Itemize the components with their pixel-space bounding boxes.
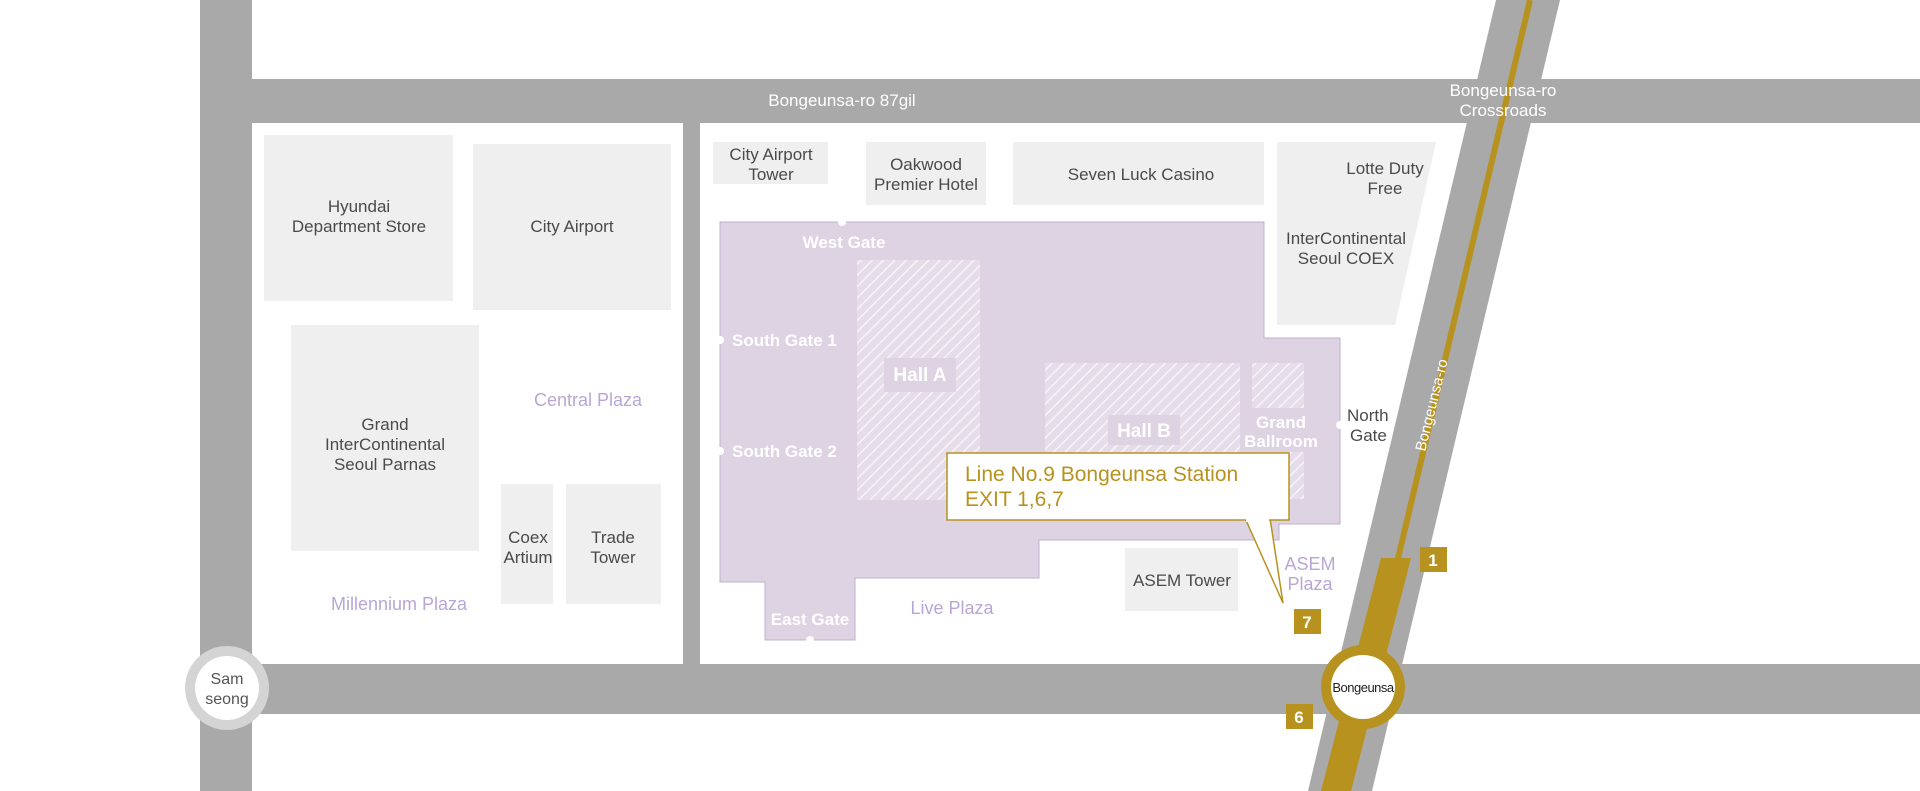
station-samseong-label-2: seong [205,691,249,708]
building-city-airport-tower-label-2: Tower [748,165,794,184]
gate-south1-label: South Gate 1 [732,331,837,350]
gate-north-label-2: Gate [1350,426,1387,445]
plaza-millennium: Millennium Plaza [331,594,468,614]
station-bongeunsa-inner [1331,655,1395,719]
exit-badge-7-label: 7 [1302,613,1311,632]
plaza-central: Central Plaza [534,390,643,410]
station-bongeunsa-label: Bongeunsa [1332,680,1395,695]
building-intercontinental-coex [1277,142,1436,325]
gate-south1-marker [716,336,724,344]
exit-badge-1-label: 1 [1428,551,1437,570]
gate-south2-marker [716,447,724,455]
gate-north-label-1: North [1347,406,1389,425]
exit-badge-6-label: 6 [1294,708,1303,727]
building-grand-parnas-label-3: Seoul Parnas [334,455,436,474]
building-lotte-label-2: Free [1368,179,1403,198]
gate-west-marker [838,218,846,226]
road-label-crossroads-2: Crossroads [1460,101,1547,120]
building-hyundai [264,135,453,301]
gate-east-marker [806,636,814,644]
road-label-top: Bongeunsa-ro 87gil [768,91,915,110]
building-lotte-label-1: Lotte Duty [1346,159,1424,178]
grand-ballroom-label-1: Grand [1256,413,1306,432]
hall-b-label: Hall B [1117,421,1171,442]
building-city-airport-label: City Airport [530,217,613,236]
plaza-live: Live Plaza [910,598,994,618]
building-coex-artium-label-1: Coex [508,528,548,547]
building-oakwood-label-2: Premier Hotel [874,175,978,194]
gate-west-label: West Gate [803,233,886,252]
callout-pointer-joint [1246,518,1269,522]
callout-line2: EXIT 1,6,7 [965,488,1064,511]
plaza-asem-2: Plaza [1287,574,1333,594]
hall-b-tag [1108,415,1180,445]
building-oakwood [866,142,986,205]
building-trade-tower-label-1: Trade [591,528,635,547]
building-asem-tower [1125,548,1238,611]
building-asem-tower-label: ASEM Tower [1133,571,1231,590]
building-seven-luck [1013,142,1264,205]
hall-a-label: Hall A [893,365,946,386]
callout-box [946,452,1290,521]
building-intercontinental-coex-label-2: Seoul COEX [1298,249,1394,268]
gate-east-label: East Gate [771,610,849,629]
building-grand-parnas-label-1: Grand [361,415,408,434]
grand-ballroom-label-2: Ballroom [1244,432,1318,451]
building-city-airport [473,144,671,310]
station-samseong-label-1: Sam [211,671,244,688]
road-label-crossroads-1: Bongeunsa-ro [1450,81,1557,100]
building-seven-luck-label: Seven Luck Casino [1068,165,1214,184]
building-trade-tower [566,484,661,604]
road-top-horizontal [200,79,1920,123]
building-hyundai-label-1: Hyundai [328,197,390,216]
building-city-airport-tower-label-1: City Airport [729,145,812,164]
building-grand-parnas [291,325,479,551]
plaza-asem-1: ASEM [1284,554,1335,574]
building-trade-tower-label-2: Tower [590,548,636,567]
exit-badge-6 [1286,704,1313,729]
callout-line1: Line No.9 Bongeunsa Station [965,463,1238,486]
exit-badge-7 [1294,609,1321,634]
gate-south2-label: South Gate 2 [732,442,837,461]
exit-badge-1 [1420,547,1447,572]
station-samseong-inner [195,656,259,720]
grand-ballroom-tag [1246,408,1312,452]
building-hyundai-label-2: Department Store [292,217,426,236]
building-coex-artium [501,484,553,604]
building-intercontinental-coex-label-1: InterContinental [1286,229,1406,248]
building-oakwood-label-1: Oakwood [890,155,962,174]
road-middle-vertical [683,123,700,664]
road-bottom-horizontal [200,664,1920,714]
gate-north-marker [1336,421,1344,429]
building-city-airport-tower [713,142,828,184]
building-coex-artium-label-2: Artium [503,548,552,567]
building-grand-parnas-label-2: InterContinental [325,435,445,454]
hall-a-tag [884,358,956,392]
